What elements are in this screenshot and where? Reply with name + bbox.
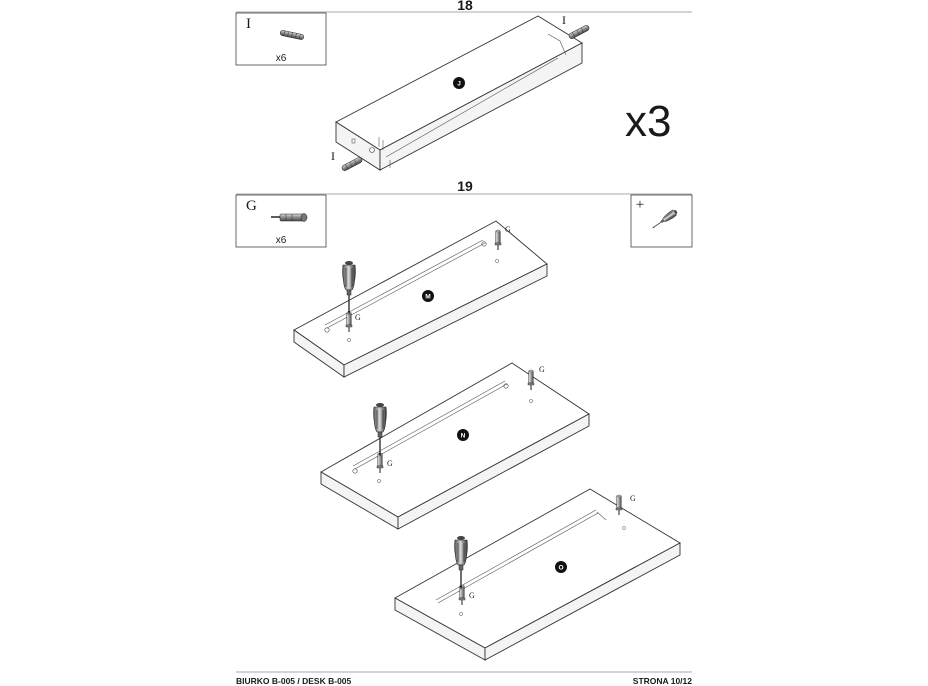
panel-o: O G G: [394, 488, 681, 661]
panel-n-cam-label-top: G: [539, 365, 545, 374]
panel-m-cam-label-top: G: [505, 225, 511, 234]
panel-m-label: M: [425, 294, 430, 301]
part-box-g-letter: G: [246, 198, 257, 214]
panel-m-cam-label-bottom: G: [355, 313, 361, 322]
panel-n: N G G: [320, 362, 590, 530]
page-footer: BIURKO B-005 / DESK B-005 STRONA 10/12: [236, 671, 692, 686]
footer-product: BIURKO B-005 / DESK B-005: [236, 676, 352, 686]
dowel-callout-top: I: [562, 13, 566, 27]
part-box-cam: G x6: [235, 194, 327, 248]
step-19: 19 G x6 +: [235, 178, 693, 661]
panel-o-label: O: [558, 565, 563, 572]
panel-j-label: J: [457, 81, 461, 88]
part-box-qty: x6: [276, 53, 287, 64]
dowel-bottom-left: [341, 157, 363, 171]
panel-m-badge: [422, 290, 434, 302]
part-box-letter: I: [246, 16, 251, 32]
dowel-callout-bottom: I: [331, 149, 335, 163]
tool-box-symbol: +: [636, 197, 644, 213]
panel-o-badge: [555, 561, 567, 573]
panel-o-cam-label-bottom: G: [469, 591, 475, 600]
part-box-g-qty: x6: [276, 235, 287, 246]
panel-j: J: [335, 15, 583, 171]
step-19-number: 19: [457, 178, 473, 194]
panel-m: M G G: [293, 220, 548, 378]
step-18: 18 I x6: [235, 0, 692, 171]
panel-o-cam-label-top: G: [630, 494, 636, 503]
panel-j-badge: [453, 77, 465, 89]
footer-page-number: STRONA 10/12: [633, 676, 692, 686]
panel-n-cam-label-bottom: G: [387, 459, 393, 468]
panel-n-label: N: [461, 433, 466, 440]
panel-n-badge: [457, 429, 469, 441]
dowel-top-right: [568, 25, 590, 39]
step-18-number: 18: [457, 0, 473, 13]
part-box-dowel: I x6: [235, 12, 327, 66]
wooden-dowel-icon: [279, 30, 305, 40]
cam-dowel-icon: [271, 213, 308, 222]
quantity-multiplier: x3: [625, 97, 671, 146]
tool-box: +: [630, 194, 693, 248]
